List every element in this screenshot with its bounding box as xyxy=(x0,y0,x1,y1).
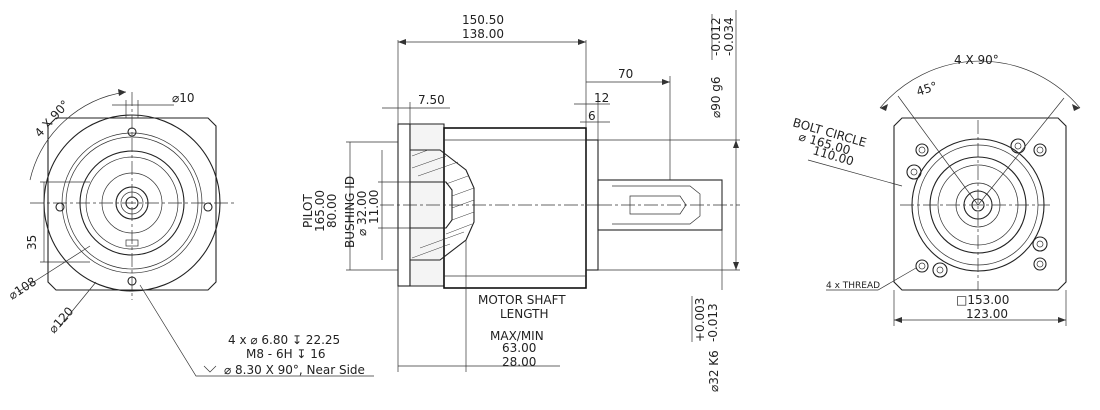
pilot-max: 165.00 xyxy=(313,190,327,232)
gearbox-body xyxy=(443,127,587,289)
motor-shaft-line2: LENGTH xyxy=(500,307,548,321)
motor-shaft-min: 28.00 xyxy=(502,355,536,369)
left-shaft-dia: ⌀10 xyxy=(172,91,195,105)
thread-label: 4 x THREAD xyxy=(826,281,880,291)
left-bolt-hole xyxy=(203,202,213,212)
right-flange-outline xyxy=(893,117,1067,291)
shaft-tol-lower: -0.013 xyxy=(706,303,720,342)
pilot-min: 80.00 xyxy=(325,194,339,228)
left-dim-120: ⌀120 xyxy=(46,304,77,336)
right-end-view: 4 X 90° 45° BOLT CIRCLE ⌀ 165.00 110.00 … xyxy=(791,53,1081,326)
left-dim-108: ⌀108 xyxy=(6,274,39,302)
dim-6: 6 xyxy=(588,109,596,123)
motor-shaft-line1: MOTOR SHAFT xyxy=(478,293,566,307)
shaft-dia: ⌀32 K6 xyxy=(707,350,721,392)
flange-offset: 7.50 xyxy=(418,93,445,107)
left-hole-note-3: ⌀ 8.30 X 90°, Near Side xyxy=(224,363,365,377)
right-angle-45: 45° xyxy=(915,79,940,99)
left-bolt-hole xyxy=(127,127,137,137)
left-bolt-hole xyxy=(55,202,65,212)
dim-12: 12 xyxy=(594,91,609,105)
square-min: 123.00 xyxy=(966,307,1008,321)
bushing-label: BUSHING ID xyxy=(343,176,357,248)
square-max: □153.00 xyxy=(956,293,1009,307)
left-dim-35: 35 xyxy=(25,235,39,250)
bushing-max: ⌀ 32.00 xyxy=(355,191,369,236)
side-section-view: 150.50 138.00 7.50 70 12 6 PILOT 165.00 … xyxy=(301,10,740,392)
right-angle-label: 4 X 90° xyxy=(954,53,999,67)
shaft-length-70: 70 xyxy=(618,67,633,81)
shaft-tol-upper: +0.003 xyxy=(693,298,707,342)
left-hole-note-2: M8 - 6H ↧ 16 xyxy=(246,347,326,361)
left-end-view: 4 X 90° ⌀10 35 ⌀108 ⌀120 4 x ⌀ 6.80 ↧ 22… xyxy=(6,89,374,377)
motor-shaft-line3: MAX/MIN xyxy=(490,329,544,343)
overall-length-min: 138.00 xyxy=(462,27,504,41)
pilot-label: PILOT xyxy=(301,194,315,228)
overall-length-max: 150.50 xyxy=(462,13,504,27)
motor-shaft-max: 63.00 xyxy=(502,341,536,355)
left-angle-label: 4 X 90° xyxy=(32,97,72,140)
bushing-min: 11.00 xyxy=(367,190,381,224)
output-tol-upper: -0.012 xyxy=(709,17,723,56)
output-dia: ⌀90 g6 xyxy=(709,76,723,118)
output-tol-lower: -0.034 xyxy=(722,17,736,56)
left-bolt-hole xyxy=(127,276,137,286)
left-hole-note-1: 4 x ⌀ 6.80 ↧ 22.25 xyxy=(228,333,340,347)
